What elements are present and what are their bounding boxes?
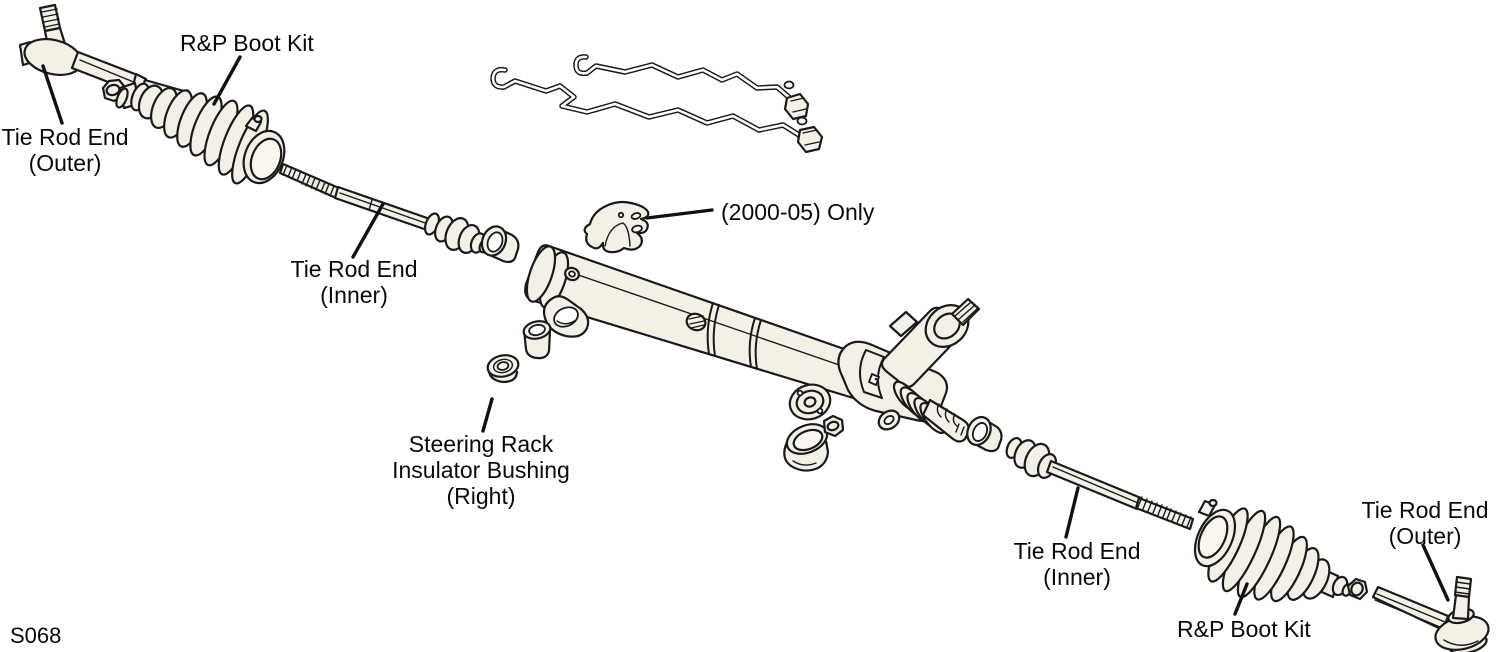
pinion-worm-shaft (921, 398, 970, 443)
leader-bracket-note (645, 208, 714, 220)
part-dust-cap (783, 423, 830, 472)
part-insulator-bushing-washer (486, 354, 520, 384)
part-jam-nut-left (101, 78, 126, 103)
label-rp-boot-kit-right: R&P Boot Kit (1177, 616, 1311, 642)
label-line: (Outer) (28, 150, 102, 176)
part-tie-rod-end-inner-left (278, 162, 490, 255)
leader-tie-rod-outer-right (1421, 543, 1450, 602)
leader-lines (41, 55, 1450, 616)
label-line: R&P Boot Kit (1177, 616, 1311, 642)
label-tie-rod-end-inner-left: Tie Rod End (Inner) (289, 256, 419, 308)
label-line: (2000-05) Only (721, 199, 875, 225)
label-steering-rack-insulator-bushing: Steering Rack Insulator Bushing (Right) (386, 431, 576, 509)
part-pressure-lines (490, 54, 824, 154)
part-jam-nut-right (1346, 577, 1369, 601)
figure-code: S068 (10, 623, 61, 649)
label-rp-boot-kit-left: R&P Boot Kit (180, 30, 314, 56)
label-line: (Inner) (320, 282, 388, 308)
threaded-section (278, 162, 341, 200)
part-boot-left (115, 81, 286, 185)
label-2000-05-only: (2000-05) Only (721, 199, 874, 225)
ball-stud (1451, 593, 1471, 621)
part-boot-right (1193, 498, 1353, 603)
leader-boot-kit-left (212, 55, 242, 106)
label-tie-rod-end-outer-left: Tie Rod End (Outer) (0, 124, 130, 176)
part-tie-rod-end-outer-right (1371, 575, 1490, 652)
part-mounting-bracket (583, 200, 650, 254)
part-pinion-nut (822, 414, 845, 438)
part-rack-bushing-left (480, 225, 520, 264)
part-insulator-bushing-cylinder (522, 320, 552, 360)
label-line: Tie Rod End (1013, 538, 1141, 564)
leader-tie-rod-outer-left (41, 64, 64, 125)
label-line: S068 (10, 623, 62, 648)
label-line: R&P Boot Kit (180, 30, 314, 56)
clamp-hole (867, 372, 881, 387)
label-line: Steering Rack (408, 431, 554, 457)
label-line: Tie Rod End (1361, 497, 1489, 523)
label-line: Tie Rod End (290, 256, 418, 282)
label-line: (Inner) (1043, 564, 1111, 590)
part-steering-rack-housing (524, 244, 981, 443)
label-tie-rod-end-inner-right: Tie Rod End (Inner) (1012, 538, 1142, 590)
rack-end-cap (525, 245, 557, 303)
label-line: Tie Rod End (1, 124, 129, 150)
label-line: (Outer) (1388, 523, 1462, 549)
line-fitting (783, 92, 810, 121)
label-line: Insulator Bushing (392, 457, 570, 483)
leader-tie-rod-inner-right (1064, 486, 1080, 539)
leader-boot-kit-right (1233, 582, 1249, 616)
line-washer (796, 116, 808, 126)
part-tie-rod-end-inner-right (1005, 436, 1195, 531)
label-line: (Right) (446, 483, 516, 509)
line-washer (783, 80, 795, 90)
part-rack-bushing-right (966, 415, 1003, 453)
leader-tie-rod-inner-left (351, 202, 385, 259)
leader-insulator-bushing (481, 397, 494, 433)
housing-boss (888, 310, 919, 338)
label-tie-rod-end-outer-right: Tie Rod End (Outer) (1360, 497, 1490, 549)
line-fitting (796, 125, 824, 154)
